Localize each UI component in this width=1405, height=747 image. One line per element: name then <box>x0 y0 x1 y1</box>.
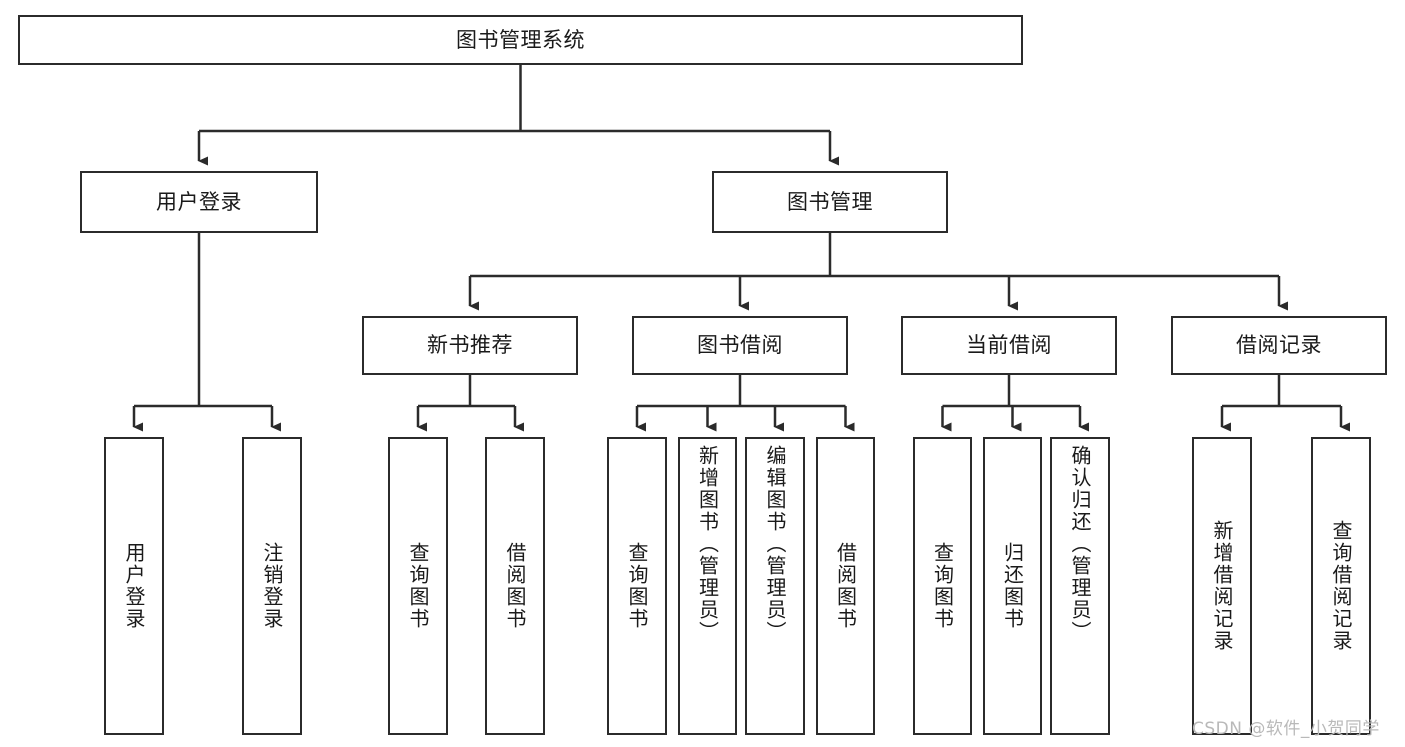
node-level3-借阅记录[interactable]: 借阅记录 <box>1171 316 1387 375</box>
node-leaf-查询图书[interactable]: 查询图书 <box>913 437 972 735</box>
node-leaf-新增借阅记录[interactable]: 新增借阅记录 <box>1192 437 1252 735</box>
node-label: 查询借阅记录 <box>1329 520 1353 652</box>
node-level3-当前借阅[interactable]: 当前借阅 <box>901 316 1117 375</box>
node-root[interactable]: 图书管理系统 <box>18 15 1023 65</box>
node-leaf-借阅图书[interactable]: 借阅图书 <box>485 437 545 735</box>
node-label: 新增图书（管理员） <box>695 445 720 643</box>
node-level3-图书借阅[interactable]: 图书借阅 <box>632 316 848 375</box>
node-label: 归还图书 <box>1000 542 1025 630</box>
node-label: 新书推荐 <box>427 333 513 358</box>
node-label: 用户登录 <box>122 542 146 630</box>
node-level3-新书推荐[interactable]: 新书推荐 <box>362 316 578 375</box>
node-leaf-用户登录[interactable]: 用户登录 <box>104 437 164 735</box>
node-leaf-查询借阅记录[interactable]: 查询借阅记录 <box>1311 437 1371 735</box>
node-label: 图书借阅 <box>697 333 783 358</box>
node-label: 查询图书 <box>930 542 955 630</box>
node-leaf-归还图书[interactable]: 归还图书 <box>983 437 1042 735</box>
node-leaf-编辑图书管理员[interactable]: 编辑图书（管理员） <box>745 437 805 735</box>
node-label: 用户登录 <box>156 189 242 214</box>
node-label: 注销登录 <box>260 542 284 630</box>
node-leaf-新增图书管理员[interactable]: 新增图书（管理员） <box>678 437 737 735</box>
node-leaf-确认归还管理员[interactable]: 确认归还（管理员） <box>1050 437 1110 735</box>
node-label: 图书管理 <box>787 189 873 214</box>
node-leaf-借阅图书[interactable]: 借阅图书 <box>816 437 875 735</box>
node-label: 查询图书 <box>625 542 649 630</box>
node-label: 编辑图书（管理员） <box>763 445 787 643</box>
node-label: 借阅图书 <box>833 542 858 630</box>
node-label: 确认归还（管理员） <box>1068 445 1092 643</box>
node-label: 查询图书 <box>406 542 430 630</box>
node-level2-用户登录[interactable]: 用户登录 <box>80 171 318 233</box>
node-level2-图书管理[interactable]: 图书管理 <box>712 171 948 233</box>
node-label: 新增借阅记录 <box>1210 520 1234 652</box>
node-label: 借阅图书 <box>503 542 527 630</box>
node-root-label: 图书管理系统 <box>456 27 585 52</box>
node-label: 当前借阅 <box>966 333 1052 358</box>
node-leaf-注销登录[interactable]: 注销登录 <box>242 437 302 735</box>
node-leaf-查询图书[interactable]: 查询图书 <box>607 437 667 735</box>
node-label: 借阅记录 <box>1236 333 1322 358</box>
node-leaf-查询图书[interactable]: 查询图书 <box>388 437 448 735</box>
